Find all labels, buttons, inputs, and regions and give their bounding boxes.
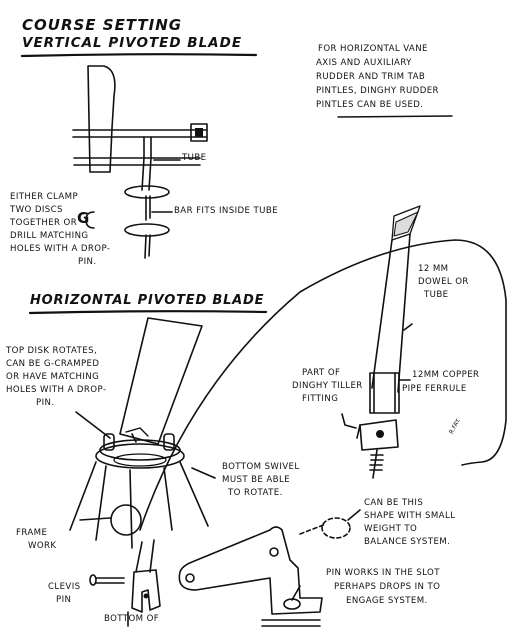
note-line: PART OF <box>302 368 341 378</box>
note-line: PINTLES, DINGHY RUDDER <box>316 86 439 96</box>
note-line: TOGETHER OR <box>10 218 78 228</box>
frame-leg-5 <box>179 461 209 527</box>
tiller-fitting <box>359 419 399 451</box>
clevis-body <box>131 569 161 613</box>
note-line: ENGAGE SYSTEM. <box>346 596 428 606</box>
dowel-drawing <box>341 205 421 479</box>
note-line: HOLES WITH A DROP- <box>6 385 107 395</box>
section-underline <box>28 310 268 315</box>
bottom-disk <box>95 443 185 469</box>
note-line: 12MM COPPER <box>412 370 480 380</box>
note-line: AXIS AND AUXILIARY <box>316 58 412 68</box>
balance-shape <box>321 517 351 539</box>
note-line: PIN. <box>78 257 97 267</box>
note-line: EITHER CLAMP <box>10 192 79 202</box>
shape-pointer <box>347 509 361 521</box>
note-line: PIPE FERRULE <box>402 384 467 394</box>
note-line: DINGHY TILLER <box>292 381 363 391</box>
dowel-pointer <box>403 323 413 331</box>
note-line: PIN <box>56 595 72 605</box>
horizontal-blade <box>119 317 203 445</box>
title-line-1: COURSE SETTING <box>22 16 183 34</box>
title-line-2: VERTICAL PIVOTED BLADE <box>22 35 243 51</box>
disk-lug-right <box>163 433 175 451</box>
horizontal-blade-drawing <box>69 317 216 549</box>
note-line: FITTING <box>302 394 339 404</box>
note-line: HOLES WITH A DROP- <box>10 244 111 254</box>
note-line: TUBE <box>424 290 449 300</box>
slot-bar-drawing <box>178 509 361 627</box>
note-line: CAN BE THIS <box>364 498 424 508</box>
note-line: CLEVIS <box>48 582 81 592</box>
upper-disc <box>124 185 170 199</box>
upper-tube-right <box>148 157 152 191</box>
top-disk-pointer <box>75 411 111 439</box>
frame-leg-4 <box>163 467 173 531</box>
detail-bubble <box>139 239 507 531</box>
frame-work-pointer <box>79 517 111 521</box>
frame-leg-2 <box>95 465 107 541</box>
slot-bar <box>178 526 323 615</box>
note-line: TWO DISCS <box>10 205 63 215</box>
frame-leg-3 <box>129 469 133 549</box>
copper-ferrule <box>369 372 400 414</box>
g-clamp-label: G <box>77 209 90 227</box>
note-line: PIN. <box>36 398 55 408</box>
note-line: TO ROTATE. <box>228 488 283 498</box>
disk-lug-left <box>103 433 115 451</box>
bar-fits-label: BAR FITS INSIDE TUBE <box>174 206 278 216</box>
note-line: FOR HORIZONTAL VANE <box>318 44 428 54</box>
note-line: PIN WORKS IN THE SLOT <box>326 568 440 578</box>
note-line: SHAPE WITH SMALL <box>364 511 456 521</box>
lower-disc <box>124 223 170 237</box>
swivel-pointer <box>191 467 216 479</box>
note-line: MUST BE ABLE <box>222 475 290 485</box>
note-underline <box>337 115 453 118</box>
note-line: DRILL MATCHING <box>10 231 89 241</box>
g-clamp <box>85 211 95 229</box>
upper-tube-left <box>141 157 145 191</box>
top-disk <box>99 439 181 461</box>
frame-leg-1 <box>69 461 97 531</box>
note-line: WORK <box>28 541 57 551</box>
pivot-block <box>190 123 208 142</box>
title-underline <box>20 53 258 58</box>
vertical-blade-drawing <box>72 65 208 259</box>
note-line: WEIGHT TO <box>364 524 418 534</box>
note-line: 12 MM <box>418 264 449 274</box>
note-line: PINTLES CAN BE USED. <box>316 100 424 110</box>
pin-pointer <box>291 585 301 601</box>
note-line: BOTTOM SWIVEL <box>222 462 300 472</box>
note-line: DOWEL OR <box>418 277 469 287</box>
bottom-of-label: BOTTOM OF <box>104 614 160 624</box>
section-heading: HORIZONTAL PIVOTED BLADE <box>30 293 265 308</box>
note-line: RUDDER AND TRIM TAB <box>316 72 426 82</box>
note-line: TOP DISK ROTATES, <box>6 346 98 356</box>
tiller-pointer <box>341 413 357 429</box>
note-line: CAN BE G-CRAMPED <box>6 359 100 369</box>
note-line: PERHAPS DROPS IN TO <box>334 582 441 592</box>
clevis-drawing <box>89 539 161 627</box>
note-line: FRAME <box>16 528 48 538</box>
vertical-blade <box>87 65 116 173</box>
note-line: OR HAVE MATCHING <box>6 372 100 382</box>
swivel-circle <box>110 504 142 536</box>
tube-label: TUBE <box>182 153 207 163</box>
note-line: BALANCE SYSTEM. <box>364 537 451 547</box>
